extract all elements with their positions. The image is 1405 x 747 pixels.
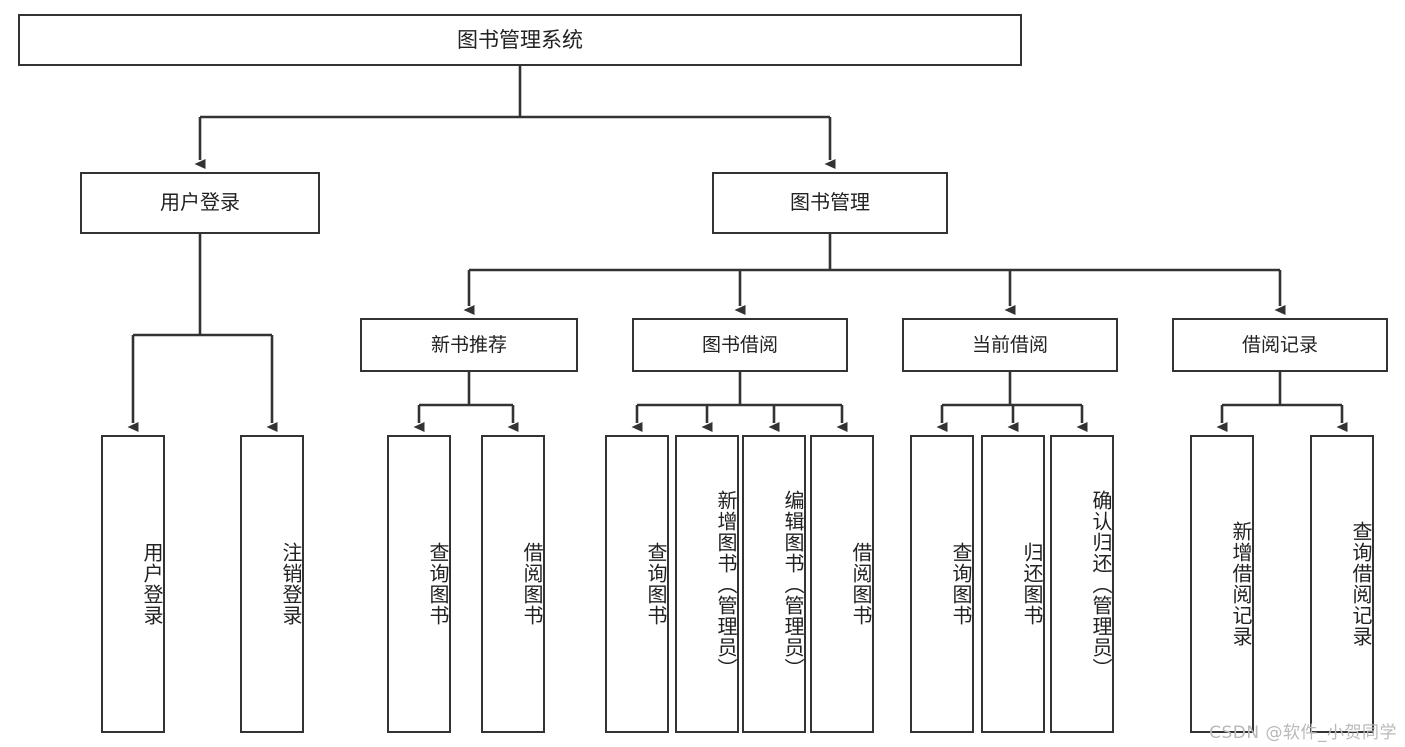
leaf-query-record[interactable]: 查询借阅记录	[1310, 435, 1374, 733]
node-current-borrow-label: 当前借阅	[971, 333, 1048, 356]
node-book-manage-label: 图书管理	[790, 190, 870, 215]
node-book-borrow-label: 图书借阅	[701, 333, 778, 356]
node-borrow-record[interactable]: 借阅记录	[1172, 318, 1388, 372]
edges-borrowrecord-to-leaves	[1216, 372, 1348, 432]
edges-bookborrow-to-leaves	[631, 372, 848, 432]
leaf-logout-label: 注销登录	[279, 542, 303, 626]
leaf-query-book-3[interactable]: 查询图书	[910, 435, 974, 733]
leaf-user-login-label: 用户登录	[140, 542, 164, 626]
node-user-login[interactable]: 用户登录	[80, 172, 320, 234]
leaf-return-book-label: 归还图书	[1020, 542, 1044, 626]
edges-newbook-to-leaves	[413, 372, 519, 432]
leaf-query-record-label: 查询借阅记录	[1349, 521, 1373, 647]
leaf-query-book-3-label: 查询图书	[949, 542, 973, 626]
edges-bookmanage-to-level2	[463, 234, 1286, 315]
leaf-add-record-label: 新增借阅记录	[1229, 521, 1253, 647]
edges-currentborrow-to-leaves	[936, 372, 1088, 432]
node-root[interactable]: 图书管理系统	[18, 14, 1022, 66]
node-current-borrow[interactable]: 当前借阅	[902, 318, 1118, 372]
leaf-query-book-2-label: 查询图书	[644, 542, 668, 626]
leaf-edit-book[interactable]: 编辑图书（管理员）	[742, 435, 806, 733]
edges-userlogin-to-leaves	[127, 234, 278, 432]
leaf-add-book[interactable]: 新增图书（管理员）	[675, 435, 739, 733]
leaf-add-book-label: 新增图书（管理员）	[714, 489, 738, 679]
node-new-book-rec[interactable]: 新书推荐	[360, 318, 578, 372]
node-root-label: 图书管理系统	[457, 27, 583, 52]
leaf-edit-book-label: 编辑图书（管理员）	[781, 489, 805, 679]
leaf-add-record[interactable]: 新增借阅记录	[1190, 435, 1254, 733]
leaf-query-book-1-label: 查询图书	[426, 542, 450, 626]
watermark-text: CSDN @软件_小贺同学	[1209, 723, 1397, 743]
leaf-borrow-book-2-label: 借阅图书	[849, 542, 873, 626]
leaf-user-login[interactable]: 用户登录	[101, 435, 165, 733]
leaf-logout[interactable]: 注销登录	[240, 435, 304, 733]
edges-root-to-level1	[194, 66, 836, 169]
node-book-borrow[interactable]: 图书借阅	[632, 318, 848, 372]
leaf-query-book-2[interactable]: 查询图书	[605, 435, 669, 733]
leaf-borrow-book-2[interactable]: 借阅图书	[810, 435, 874, 733]
leaf-confirm-return-label: 确认归还（管理员）	[1089, 489, 1113, 679]
node-book-manage[interactable]: 图书管理	[712, 172, 948, 234]
node-borrow-record-label: 借阅记录	[1241, 333, 1318, 356]
leaf-borrow-book-1[interactable]: 借阅图书	[481, 435, 545, 733]
node-new-book-rec-label: 新书推荐	[430, 333, 507, 356]
leaf-return-book[interactable]: 归还图书	[981, 435, 1045, 733]
leaf-borrow-book-1-label: 借阅图书	[520, 542, 544, 626]
leaf-query-book-1[interactable]: 查询图书	[387, 435, 451, 733]
node-user-login-label: 用户登录	[160, 190, 240, 215]
leaf-confirm-return[interactable]: 确认归还（管理员）	[1050, 435, 1114, 733]
